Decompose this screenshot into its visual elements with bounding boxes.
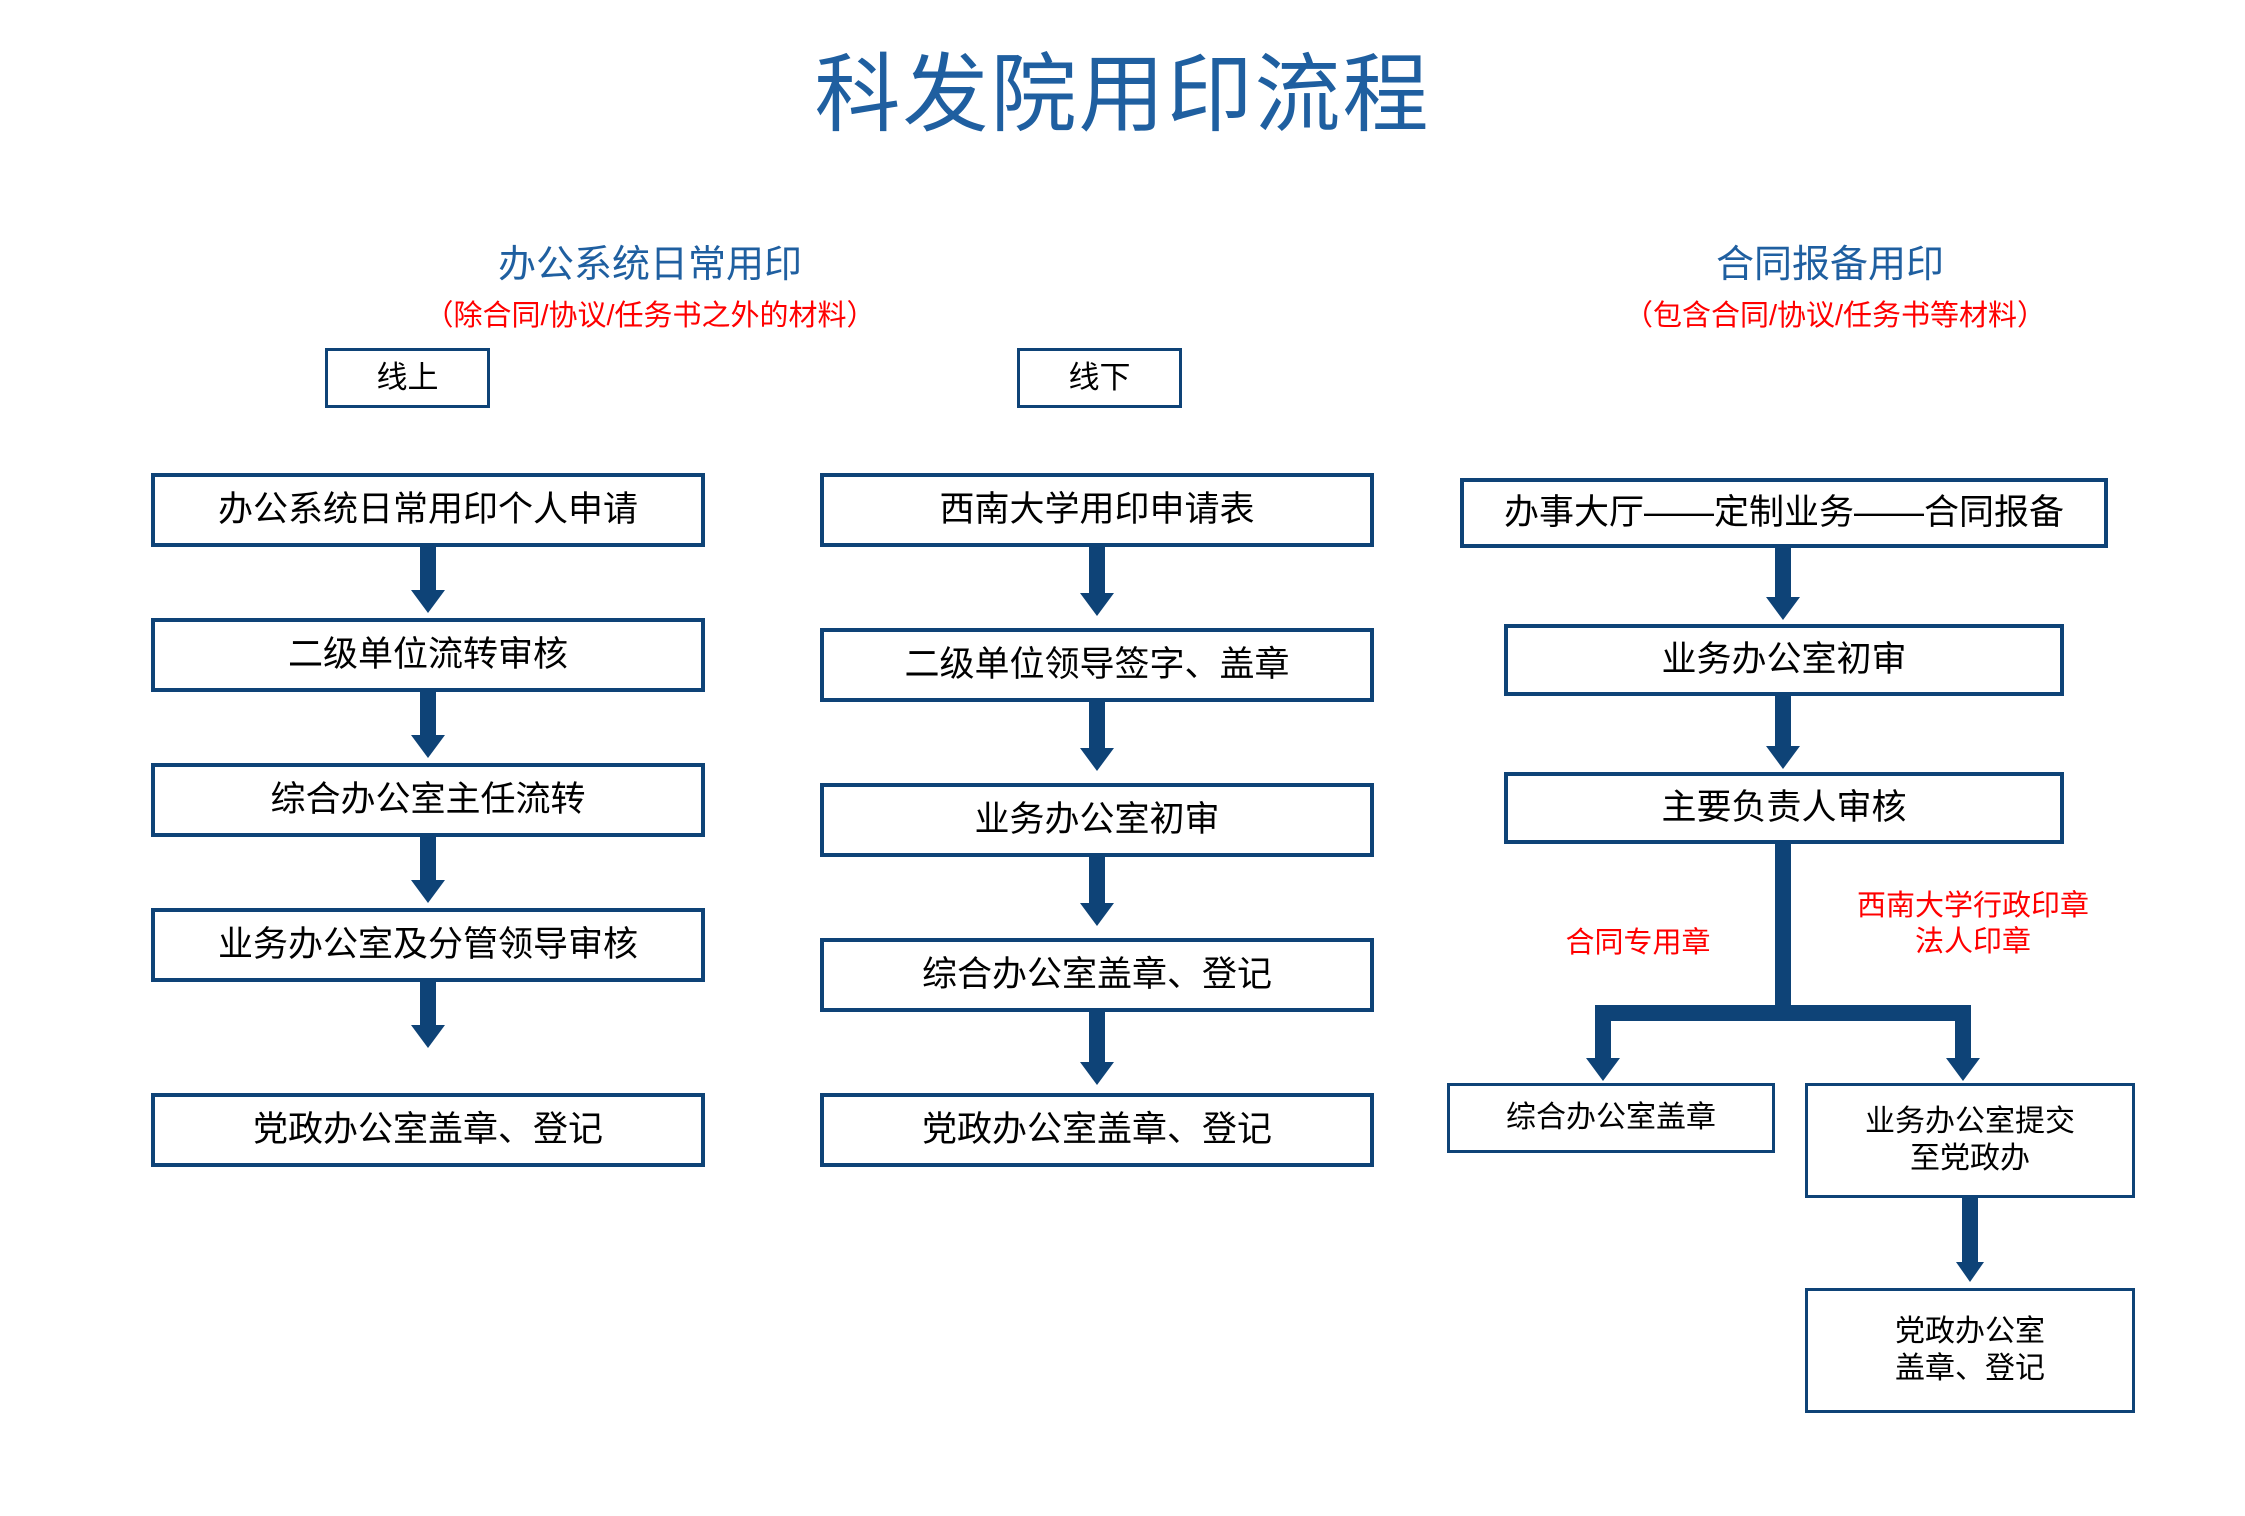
arrowhead-offline-3-4 xyxy=(1080,903,1114,926)
arrowhead-contract-branch-right xyxy=(1946,1058,1980,1081)
node-contract-step-1[interactable]: 办事大厅——定制业务——合同报备 xyxy=(1460,478,2108,548)
arrowhead-offline-1-2 xyxy=(1080,593,1114,616)
arrowhead-contract-1-2 xyxy=(1766,597,1800,620)
arrowhead-admin-seal-1-2 xyxy=(1956,1262,1984,1282)
connector-contract-branch-left xyxy=(1595,1005,1611,1063)
connector-offline-4-5 xyxy=(1089,1012,1105,1066)
arrowhead-offline-4-5 xyxy=(1080,1062,1114,1085)
node-contract-seal-step-1[interactable]: 综合办公室盖章 xyxy=(1447,1083,1775,1153)
lane-tag-offline[interactable]: 线下 xyxy=(1017,348,1182,408)
connector-contract-branch-right xyxy=(1955,1005,1971,1063)
node-online-step-2[interactable]: 二级单位流转审核 xyxy=(151,618,705,692)
section-title-office-system: 办公系统日常用印 xyxy=(497,244,802,286)
node-admin-seal-step-2[interactable]: 党政办公室 盖章、登记 xyxy=(1805,1288,2135,1413)
node-offline-step-1[interactable]: 西南大学用印申请表 xyxy=(820,473,1374,547)
arrowhead-online-4-5 xyxy=(411,1025,445,1048)
connector-offline-3-4 xyxy=(1089,857,1105,907)
connector-offline-2-3 xyxy=(1089,702,1105,752)
connector-online-1-2 xyxy=(420,547,436,594)
connector-contract-branch-stem xyxy=(1775,844,1791,1012)
connector-contract-1-2 xyxy=(1775,548,1791,601)
connector-contract-branch-bar xyxy=(1595,1005,1971,1021)
arrowhead-contract-branch-left xyxy=(1586,1058,1620,1081)
section-subtitle-office-system: （除合同/协议/任务书之外的材料） xyxy=(424,300,876,332)
node-offline-step-3[interactable]: 业务办公室初审 xyxy=(820,783,1374,857)
node-contract-step-2[interactable]: 业务办公室初审 xyxy=(1504,624,2064,696)
page-title: 科发院用印流程 xyxy=(814,47,1431,143)
section-title-contract-filing: 合同报备用印 xyxy=(1715,244,1944,286)
section-subtitle-contract-filing: （包含合同/协议/任务书等材料） xyxy=(1623,300,2047,332)
connector-online-2-3 xyxy=(420,692,436,739)
branch-label-admin-seal: 西南大学行政印章 法人印章 xyxy=(1856,890,2089,959)
node-online-step-5[interactable]: 党政办公室盖章、登记 xyxy=(151,1093,705,1167)
branch-label-contract-seal: 合同专用章 xyxy=(1565,927,1711,959)
node-offline-step-2[interactable]: 二级单位领导签字、盖章 xyxy=(820,628,1374,702)
node-online-step-4[interactable]: 业务办公室及分管领导审核 xyxy=(151,908,705,982)
arrowhead-contract-2-3 xyxy=(1766,746,1800,769)
node-admin-seal-step-1[interactable]: 业务办公室提交 至党政办 xyxy=(1805,1083,2135,1198)
connector-offline-1-2 xyxy=(1089,547,1105,597)
node-online-step-1[interactable]: 办公系统日常用印个人申请 xyxy=(151,473,705,547)
arrowhead-online-1-2 xyxy=(411,590,445,613)
connector-admin-seal-1-2 xyxy=(1962,1198,1978,1266)
node-contract-step-3[interactable]: 主要负责人审核 xyxy=(1504,772,2064,844)
arrowhead-offline-2-3 xyxy=(1080,748,1114,771)
lane-tag-online[interactable]: 线上 xyxy=(325,348,490,408)
connector-online-4-5 xyxy=(420,982,436,1029)
node-offline-step-4[interactable]: 综合办公室盖章、登记 xyxy=(820,938,1374,1012)
arrowhead-online-3-4 xyxy=(411,880,445,903)
connector-online-3-4 xyxy=(420,837,436,884)
arrowhead-online-2-3 xyxy=(411,735,445,758)
connector-contract-2-3 xyxy=(1775,696,1791,750)
node-offline-step-5[interactable]: 党政办公室盖章、登记 xyxy=(820,1093,1374,1167)
node-online-step-3[interactable]: 综合办公室主任流转 xyxy=(151,763,705,837)
